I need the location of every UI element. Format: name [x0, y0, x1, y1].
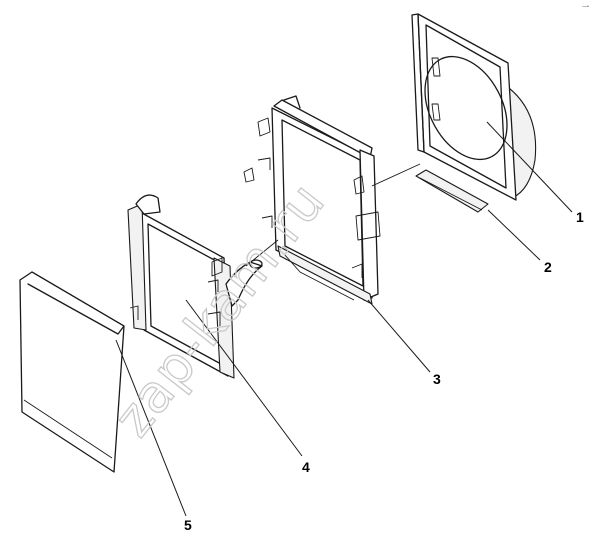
panel-top-fold — [27, 271, 125, 335]
part-3-radiator — [243, 95, 381, 305]
seal-strip — [415, 169, 489, 213]
axis-line-a — [371, 163, 421, 187]
callout-4: 4 — [302, 459, 310, 475]
callout-2: 2 — [544, 259, 552, 275]
part-2-seal — [415, 169, 489, 213]
shroud-clip-a — [431, 57, 441, 77]
radiator-bracket-c — [243, 167, 255, 183]
radiator-bracket-g — [351, 263, 363, 278]
leader-1 — [486, 121, 573, 213]
hose-end — [249, 259, 263, 269]
radiator-bracket-a — [257, 117, 271, 137]
shroud-frame-inner — [425, 24, 507, 189]
intercooler-bracket-c — [207, 311, 221, 326]
callout-3: 3 — [433, 371, 441, 387]
radiator-top-tank — [273, 99, 373, 159]
radiator-bracket-f — [355, 211, 381, 241]
radiator-bracket-b — [257, 157, 271, 170]
leader-4 — [185, 299, 303, 457]
radiator-filler-neck — [283, 95, 301, 109]
callout-5: 5 — [184, 517, 192, 533]
intercooler-bracket-d — [129, 305, 139, 320]
leader-2 — [487, 209, 541, 261]
intercooler-bracket-b — [207, 279, 219, 292]
axis-line-b — [245, 239, 279, 267]
shroud-clip-b — [431, 103, 441, 121]
radiator-bottom-pipe — [283, 253, 355, 301]
leader-5 — [115, 339, 187, 517]
corner-mark: —• — [582, 4, 589, 10]
seal-strip-edge — [419, 177, 483, 211]
callout-1: 1 — [576, 209, 584, 225]
panel-bottom-fold — [23, 399, 113, 459]
part-4-intercooler — [127, 194, 263, 379]
radiator-bracket-d — [261, 215, 273, 228]
part-5-cover-panel — [19, 271, 125, 473]
shroud-opening — [424, 55, 508, 161]
shroud-flange-left — [411, 13, 425, 153]
leader-3 — [367, 299, 431, 373]
part-1-fan-shroud — [411, 13, 537, 201]
radiator-side-tank — [359, 149, 379, 301]
radiator-bracket-e — [353, 175, 365, 195]
intercooler-bracket-a — [211, 257, 223, 277]
panel-face — [19, 271, 125, 473]
intercooler-inlet-pipe — [135, 194, 161, 215]
